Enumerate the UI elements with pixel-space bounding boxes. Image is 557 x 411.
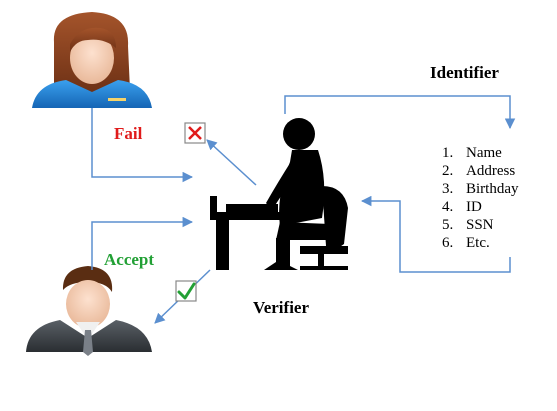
identifier-label: Identifier: [430, 63, 499, 82]
identifier-item: SSN: [466, 217, 494, 233]
identifier-item: Birthday: [466, 181, 519, 197]
identifier-list: 1. Name 2. Address 3. Birthday 4. ID 5. …: [442, 145, 519, 251]
accept-label: Accept: [104, 250, 154, 269]
verifier-fail-arrow: [206, 139, 257, 186]
identifier-item-number: 1.: [442, 145, 453, 161]
red-x-icon: [184, 122, 206, 144]
identifier-item: Address: [466, 163, 515, 179]
identifier-item: ID: [466, 199, 482, 215]
fail-label: Fail: [114, 124, 143, 143]
woman-avatar-icon: [32, 12, 152, 108]
woman-to-verifier-arrow: [91, 108, 194, 183]
identifier-to-list-arrow: [284, 95, 516, 130]
list-to-verifier-arrow: [360, 195, 511, 273]
identifier-item-number: 5.: [442, 217, 453, 233]
verifier-label: Verifier: [253, 298, 309, 317]
person-at-computer-silhouette-icon: [210, 118, 348, 270]
identifier-item-number: 3.: [442, 181, 453, 197]
identifier-item-number: 6.: [442, 235, 453, 251]
businessman-avatar-icon: [26, 266, 152, 356]
identifier-item-number: 4.: [442, 199, 453, 215]
man-to-verifier-arrow: [91, 216, 194, 270]
green-check-icon: [175, 280, 197, 302]
identifier-item: Name: [466, 145, 502, 161]
identifier-item: Etc.: [466, 235, 490, 251]
identifier-item-number: 2.: [442, 163, 453, 179]
